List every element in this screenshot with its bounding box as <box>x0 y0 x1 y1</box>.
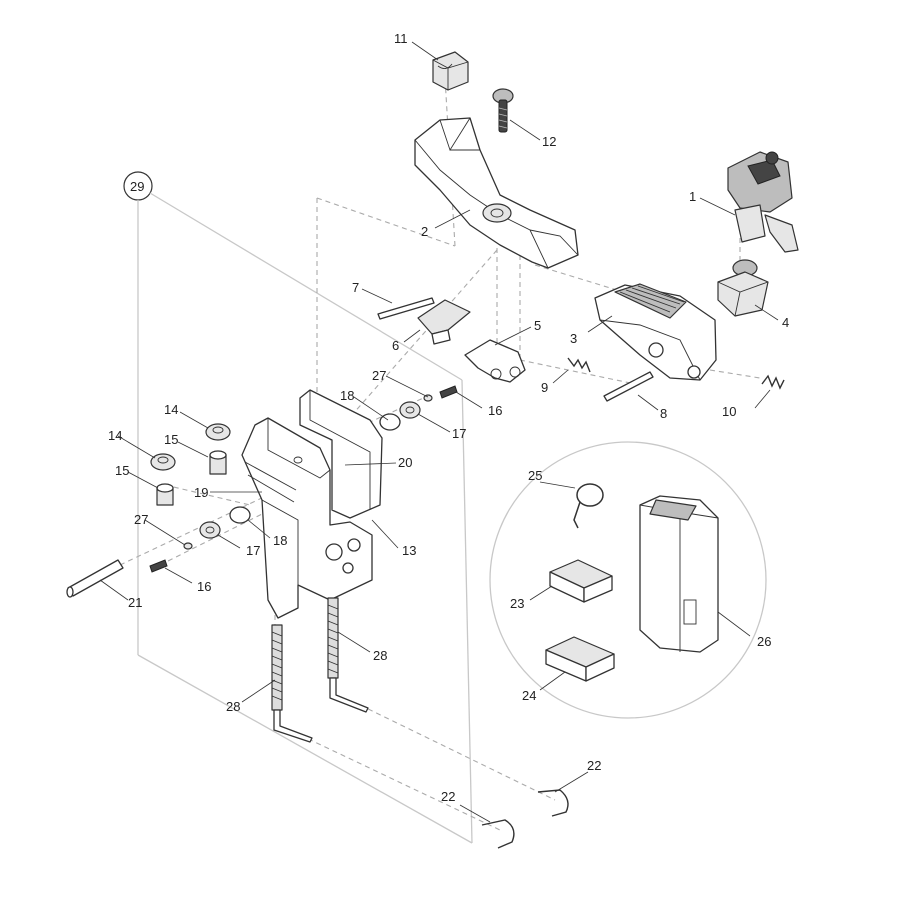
callout-29: 29 <box>130 179 144 194</box>
part-26-case <box>639 495 719 653</box>
part-10-spring <box>761 374 785 390</box>
callout-22-lower: 22 <box>441 789 455 804</box>
callout-27-lower: 27 <box>134 512 148 527</box>
callout-17-upper: 17 <box>452 426 466 441</box>
callout-24: 24 <box>522 688 536 703</box>
callout-21: 21 <box>128 595 142 610</box>
part-1-motor-head <box>727 151 799 253</box>
part-25-cord <box>573 483 604 529</box>
callout-7: 7 <box>352 280 359 295</box>
part-3-base-housing <box>594 283 717 381</box>
callout-1: 1 <box>689 189 696 204</box>
callout-4: 4 <box>782 315 789 330</box>
part-22-right-clip <box>537 789 569 817</box>
part-4-knob <box>717 259 769 317</box>
callout-15-lower: 15 <box>115 463 129 478</box>
part-23-pad <box>549 559 613 603</box>
callout-3: 3 <box>570 331 577 346</box>
callout-18-upper: 18 <box>340 388 354 403</box>
callout-8: 8 <box>660 406 667 421</box>
kit-frame-29 <box>123 171 473 844</box>
callout-14-upper: 14 <box>164 402 178 417</box>
part-9-spring <box>567 357 591 373</box>
callout-25: 25 <box>528 468 542 483</box>
callout-5: 5 <box>534 318 541 333</box>
part-15-lower-sleeve <box>156 483 174 506</box>
callout-14-lower: 14 <box>108 428 122 443</box>
part-7-pin <box>377 297 435 320</box>
part-17-upper-washer <box>399 401 421 419</box>
callout-28-left: 28 <box>226 699 240 714</box>
callout-2: 2 <box>421 224 428 239</box>
part-28-left-spring <box>271 624 313 743</box>
part-28-right-spring <box>327 597 369 713</box>
part-11-cap <box>432 51 469 91</box>
callout-12: 12 <box>542 134 556 149</box>
accessory-kit-circle <box>489 441 767 719</box>
part-17-lower-washer <box>199 521 221 539</box>
part-15-upper-sleeve <box>209 450 227 475</box>
part-6-clip <box>417 299 471 345</box>
part-27-upper-washer <box>423 394 433 402</box>
part-8-pin <box>603 371 654 402</box>
callout-16-upper: 16 <box>488 403 502 418</box>
callout-28-right: 28 <box>373 648 387 663</box>
callout-22-right: 22 <box>587 758 601 773</box>
part-14-upper-nut <box>205 423 231 441</box>
part-2-main-arm <box>414 117 579 269</box>
callout-10: 10 <box>722 404 736 419</box>
callout-16-lower: 16 <box>197 579 211 594</box>
part-27-lower-washer <box>183 542 193 550</box>
part-22-lower-clip <box>481 819 515 849</box>
part-14-lower-nut <box>150 453 176 471</box>
callout-13: 13 <box>402 543 416 558</box>
callout-27-upper: 27 <box>372 368 386 383</box>
part-12-screw <box>492 88 514 133</box>
part-21-long-pin <box>66 559 124 598</box>
callout-20: 20 <box>398 455 412 470</box>
callout-23: 23 <box>510 596 524 611</box>
callout-15-upper: 15 <box>164 432 178 447</box>
callout-9: 9 <box>541 380 548 395</box>
callout-19: 19 <box>194 485 208 500</box>
callout-6: 6 <box>392 338 399 353</box>
part-16-lower-screw <box>149 559 168 573</box>
part-16-upper-screw <box>439 385 458 399</box>
part-20-rear-plate <box>299 389 383 519</box>
callout-labels: 11 12 1 2 4 3 5 6 7 9 8 10 27 16 18 17 2… <box>108 31 789 804</box>
callout-18-lower: 18 <box>273 533 287 548</box>
part-5-bracket <box>464 339 526 383</box>
callout-11: 11 <box>394 31 408 46</box>
callout-26: 26 <box>757 634 771 649</box>
callout-leader-lines <box>99 41 779 823</box>
part-13-main-body <box>241 417 373 619</box>
callout-17-lower: 17 <box>246 543 260 558</box>
part-18-lower-disc <box>229 506 251 524</box>
part-24-pad <box>545 636 615 682</box>
